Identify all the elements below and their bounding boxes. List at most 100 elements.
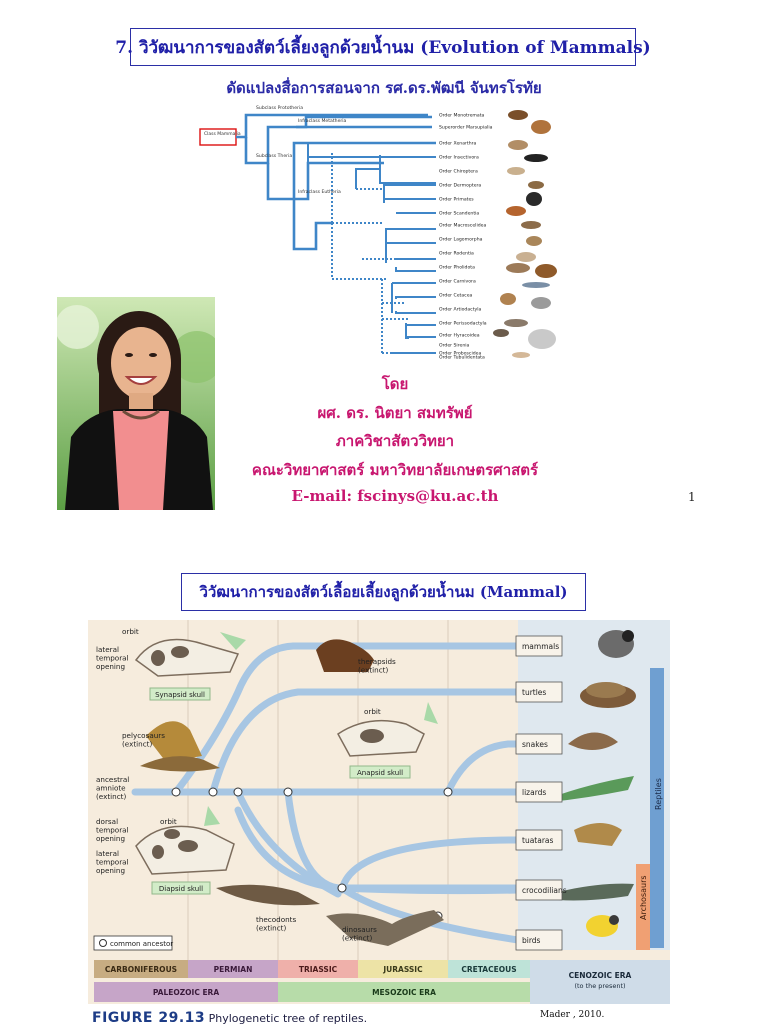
order-label: Order Dermoptera — [439, 183, 481, 189]
snakes-snake — [568, 732, 618, 750]
annotation-orbit-mid: orbit — [364, 707, 381, 716]
mammals-raccoon — [598, 630, 634, 658]
class-mammalia-label: Class Mammalia — [204, 131, 241, 137]
annotation-thecodonts: thecodonts(extinct) — [256, 915, 296, 933]
animal-silhouettes — [493, 110, 557, 358]
reptiles-bar — [650, 668, 664, 948]
subclass-prototheria-label: Subclass Prototheria — [256, 105, 303, 111]
diapsid-skull — [135, 825, 235, 875]
annotation-pelycosaurs: pelycosaurs(extinct) — [122, 731, 165, 749]
email-address[interactable]: E-mail: fscinys@ku.ac.th — [291, 487, 499, 505]
period-carboniferous: CARBONIFEROUS — [105, 965, 177, 974]
node-1 — [171, 787, 181, 797]
order-label: Order Carnivora — [439, 279, 476, 285]
period-permian: PERMIAN — [214, 965, 253, 974]
taxon-label: turtles — [522, 688, 546, 697]
order-label: Superorder Marsupialia — [439, 125, 493, 131]
subclass-theria-label: Subclass Theria — [256, 153, 292, 159]
annotation-therapsids: therapsids(extinct) — [358, 657, 396, 675]
era-cenozoic: CENOZOIC ERA — [569, 971, 632, 980]
infraclass-eutheria-label: Infraclass Eutheria — [298, 189, 341, 195]
taxon-box — [515, 681, 563, 703]
common-ancestor-label: common ancestor — [110, 940, 173, 948]
figure-caption-text: Phylogenetic tree of reptiles. — [208, 1012, 368, 1025]
by-label: โดย — [381, 375, 409, 393]
figure-credit: Mader , 2010. — [540, 1010, 605, 1020]
turtles-turtle — [580, 682, 636, 708]
period-triassic: TRIASSIC — [299, 965, 338, 974]
mammal-phylogeny-tree: Class Mammalia — [196, 103, 568, 359]
archosaurs-bar — [636, 864, 650, 950]
era-cenozoic-sub: (to the present) — [574, 982, 625, 990]
tuataras-tuatara — [574, 823, 622, 846]
taxon-label: tuataras — [522, 836, 554, 845]
crocodilians-crocodile — [558, 883, 634, 901]
annotation-orbit-bottom: orbit — [160, 817, 177, 826]
taxon-label: crocodilians — [522, 886, 567, 895]
figure-label: FIGURE 29.13 — [92, 1010, 206, 1026]
reptiles-label: Reptiles — [654, 778, 663, 810]
taxon-label: lizards — [522, 788, 546, 797]
reptile-phylogeny-figure: mammals turtles snakes lizards tuataras croco… — [88, 620, 670, 1004]
archosaurs-label: Archosaurs — [639, 875, 648, 920]
taxon-box — [515, 879, 563, 901]
anapsid-skull-label: Anapsid skull — [357, 769, 403, 777]
order-label: Order Lagomorpha — [439, 237, 483, 243]
taxon-box — [515, 733, 563, 755]
annotation-dinosaurs: dinosaurs(extinct) — [342, 925, 377, 943]
taxon-box — [515, 635, 563, 657]
slide1-title-text: 7. วิวัฒนาการของสัตว์เลี้ยงลูกด้วยน้ำนม … — [115, 37, 651, 58]
order-label: Order Scandentia — [439, 211, 479, 217]
order-label: Order Macroscelidea — [439, 223, 486, 229]
adapted-from: ดัดแปลงสื่อการสอนจาก รศ.ดร.พัฒนี จันทรโร… — [226, 79, 542, 97]
faculty-name: คณะวิทยาศาสตร์ มหาวิทยาลัยเกษตรศาสตร์ — [251, 461, 539, 479]
anapsid-skull — [337, 719, 425, 757]
taxa-boxes: mammals turtles snakes lizards tuataras croco… — [515, 635, 567, 951]
figure-caption: FIGURE 29.13 Phylogenetic tree of reptil… — [92, 1010, 367, 1026]
period-jurassic: JURASSIC — [382, 965, 423, 974]
department-name: ภาควิชาสัตววิทยา — [335, 432, 455, 450]
node-4 — [283, 787, 293, 797]
diapsid-skull-label: Diapsid skull — [159, 885, 203, 893]
era-paleozoic: PALEOZOIC ERA — [153, 988, 220, 997]
taxon-label: birds — [522, 936, 541, 945]
birds-bird — [586, 915, 619, 937]
author-name: ผศ. ดร. นิตยา สมทรัพย์ — [317, 404, 473, 422]
order-label: Order Primates — [439, 197, 474, 203]
taxon-box — [515, 829, 563, 851]
node-2 — [208, 787, 218, 797]
node-5 — [443, 787, 453, 797]
slide2-title: วิวัฒนาการของสัตว์เลื้อยเลี้ยงลูกด้วยน้ำ… — [181, 573, 586, 611]
taxon-label: snakes — [522, 740, 548, 749]
infraclass-metatheria-label: Infraclass Metatheria — [298, 118, 347, 124]
slide1-title: 7. วิวัฒนาการของสัตว์เลี้ยงลูกด้วยน้ำนม … — [115, 28, 651, 66]
node-3 — [233, 787, 243, 797]
era-mesozoic: MESOZOIC ERA — [372, 988, 436, 997]
taxon-box — [515, 929, 563, 951]
order-label: Order Rodentia — [439, 251, 474, 257]
lizards-lizard — [550, 776, 634, 802]
order-label: Order Chiroptera — [439, 169, 478, 175]
reptile-silhouettes — [140, 630, 636, 946]
synapsid-skull — [134, 638, 240, 677]
order-label: Order Tubulidentata — [439, 355, 485, 360]
node-6 — [337, 883, 347, 893]
synapsid-skull-label: Synapsid skull — [155, 691, 205, 699]
period-cretaceous: CRETACEOUS — [461, 965, 516, 974]
presenter-photo — [57, 297, 215, 510]
order-label: Order Pholidota — [439, 265, 475, 271]
common-ancestor-legend — [93, 935, 173, 951]
presenter-portrait — [57, 297, 215, 510]
page-number: 1 — [688, 490, 696, 504]
annotation-orbit-top: orbit — [122, 627, 139, 636]
order-label: Order Monotremata — [439, 113, 485, 119]
taxon-label: mammals — [522, 642, 559, 651]
slide2-title-text: วิวัฒนาการของสัตว์เลื้อยเลี้ยงลูกด้วยน้ำ… — [199, 583, 568, 601]
order-label: Order Hyracoidea — [439, 333, 480, 339]
